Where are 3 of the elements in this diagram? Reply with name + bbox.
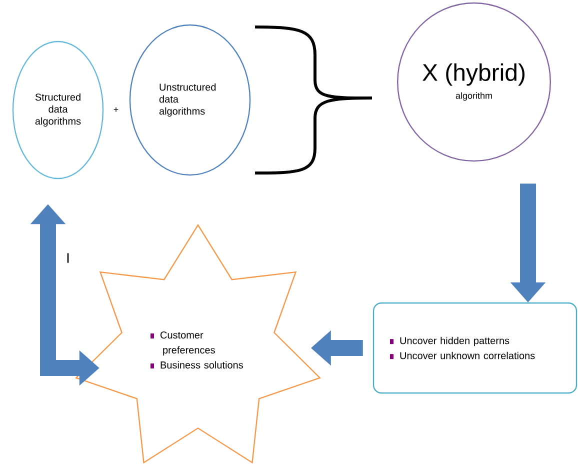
plus-sign: + xyxy=(114,107,118,112)
result-box: Uncover hidden patterns Uncover unknown correlations xyxy=(372,302,578,394)
edge-label: I xyxy=(67,253,69,263)
